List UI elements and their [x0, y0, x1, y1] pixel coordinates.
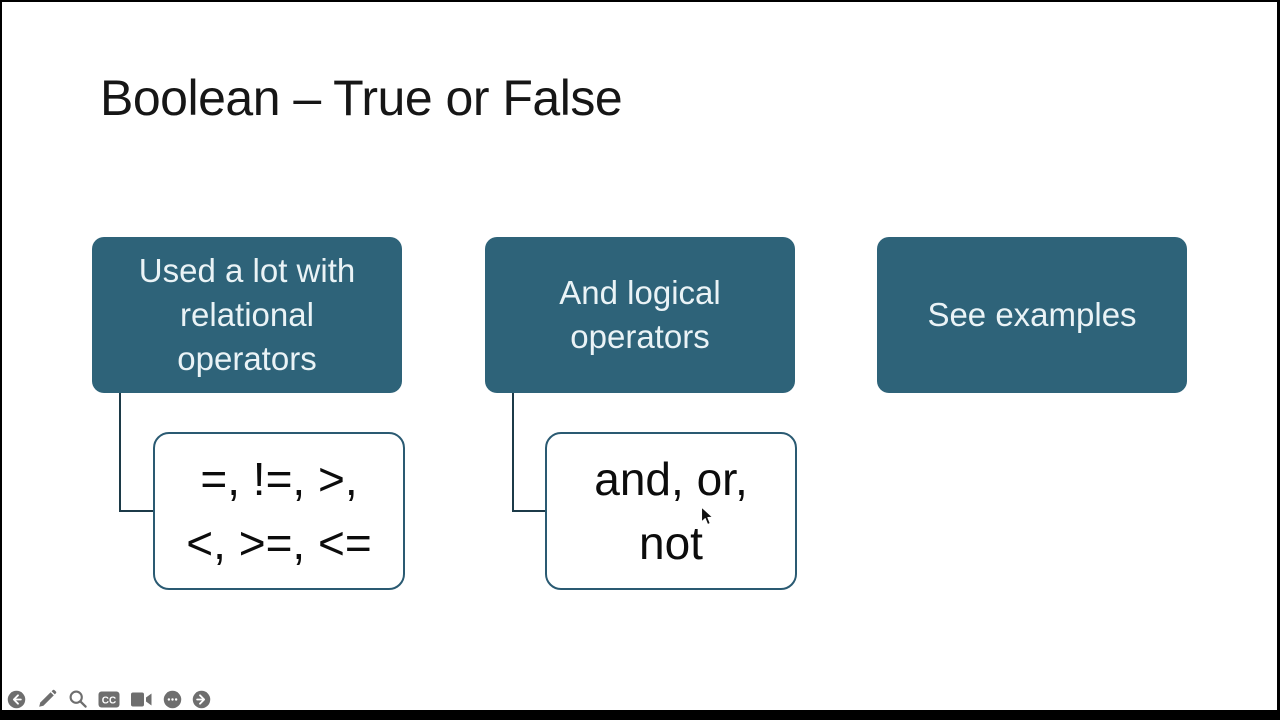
connector-line [119, 393, 121, 512]
concept-box-relational-operators: Used a lot with relational operators [92, 237, 402, 393]
connector-line [512, 393, 514, 512]
closed-captions-icon[interactable]: CC [98, 691, 120, 708]
pen-icon[interactable] [36, 688, 58, 710]
box-text-line: And logical [559, 274, 721, 311]
cc-label: CC [102, 695, 116, 706]
slide-title: Boolean – True or False [100, 70, 623, 126]
box-text-line: Used a lot with [138, 252, 356, 289]
camera-icon[interactable] [130, 691, 153, 708]
box-text-line: relational [180, 296, 314, 333]
box-text-line: operators [570, 318, 710, 355]
callout-text-line: not [639, 517, 703, 569]
callout-text-line: and, or, [594, 453, 748, 505]
box-text-line: See examples [927, 296, 1137, 333]
callout-text-line: <, >=, <= [186, 517, 372, 569]
concept-box-logical-operators: And logical operators [485, 237, 795, 393]
frame-border-left [0, 0, 2, 720]
mouse-cursor [700, 506, 714, 526]
slideshow-toolbar: CC [7, 687, 211, 711]
callout-text-line: =, !=, >, [200, 453, 358, 505]
frame-border-top [0, 0, 1280, 2]
letterbox-bottom-bar [0, 710, 1280, 720]
concept-box-see-examples: See examples [877, 237, 1187, 393]
magnifier-icon[interactable] [68, 689, 88, 709]
more-options-icon[interactable] [163, 690, 182, 709]
connector-line [119, 510, 154, 512]
frame-border-right [1277, 0, 1280, 720]
callout-logical-operators: and, or, not [545, 432, 797, 590]
forward-icon[interactable] [192, 690, 211, 709]
box-text-line: operators [177, 340, 317, 377]
back-icon[interactable] [7, 690, 26, 709]
callout-relational-operators: =, !=, >, <, >=, <= [153, 432, 405, 590]
connector-line [512, 510, 547, 512]
